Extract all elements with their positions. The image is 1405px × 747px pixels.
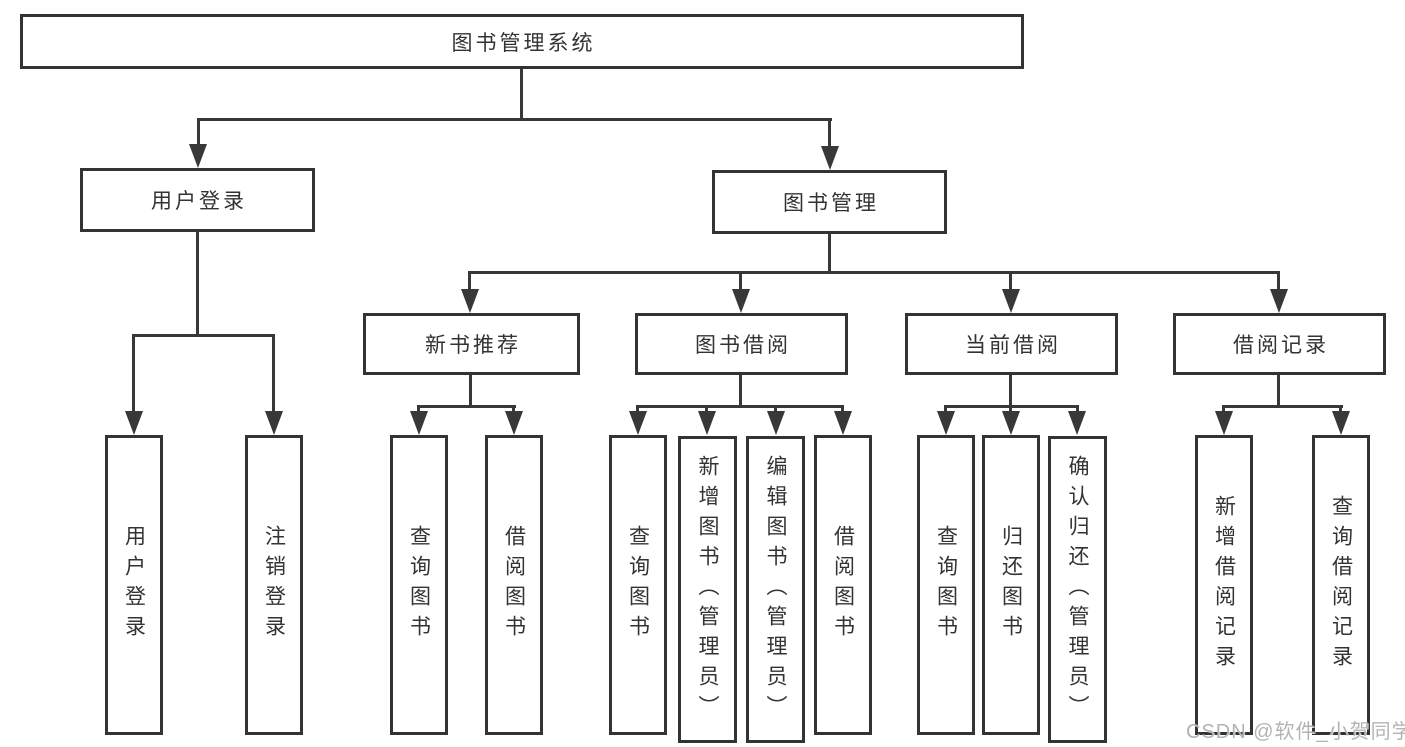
- node-leaf-user-login: 用户登录: [105, 435, 163, 735]
- node-leaf-borrow-books-a-label: 借阅图书: [502, 525, 526, 645]
- arrowhead-down-icon: [1270, 289, 1288, 313]
- connector-line: [468, 271, 471, 293]
- connector-line: [468, 271, 1280, 274]
- arrowhead-down-icon: [698, 411, 716, 435]
- connector-line: [132, 334, 275, 337]
- node-borrow-records: 借阅记录: [1173, 313, 1386, 375]
- connector-line: [739, 375, 742, 407]
- node-leaf-query-books-c-label: 查询图书: [934, 525, 958, 645]
- node-leaf-query-books-a-label: 查询图书: [407, 525, 431, 645]
- connector-line: [132, 334, 135, 417]
- node-new-book-recommend: 新书推荐: [363, 313, 580, 375]
- node-leaf-user-login-label: 用户登录: [122, 525, 146, 645]
- arrowhead-down-icon: [505, 411, 523, 435]
- connector-line: [197, 118, 832, 121]
- connector-line: [739, 271, 742, 293]
- arrowhead-down-icon: [821, 146, 839, 170]
- connector-line: [1009, 271, 1012, 293]
- node-leaf-return-books: 归还图书: [982, 435, 1040, 735]
- node-leaf-return-books-label: 归还图书: [999, 525, 1023, 645]
- node-book-borrow-label: 图书借阅: [695, 334, 791, 357]
- node-leaf-query-borrow-record: 查询借阅记录: [1312, 435, 1370, 735]
- node-leaf-query-books-b-label: 查询图书: [626, 525, 650, 645]
- node-book-management-label: 图书管理: [783, 192, 879, 215]
- connector-line: [828, 233, 831, 274]
- connector-line: [469, 375, 472, 407]
- node-new-book-recommend-label: 新书推荐: [425, 334, 521, 357]
- node-leaf-edit-book-admin-label: 编辑图书（管理员）: [764, 454, 787, 725]
- arrowhead-down-icon: [265, 411, 283, 435]
- node-leaf-query-borrow-record-label: 查询借阅记录: [1329, 495, 1353, 675]
- arrowhead-down-icon: [767, 411, 785, 435]
- node-current-borrow-label: 当前借阅: [965, 334, 1061, 357]
- node-leaf-query-books-b: 查询图书: [609, 435, 667, 735]
- node-leaf-edit-book-admin: 编辑图书（管理员）: [746, 436, 805, 743]
- node-leaf-logout-label: 注销登录: [262, 525, 286, 645]
- node-borrow-records-label: 借阅记录: [1233, 334, 1329, 357]
- arrowhead-down-icon: [461, 289, 479, 313]
- csdn-watermark: CSDN @软件_小贺同学: [1186, 721, 1405, 743]
- node-book-management: 图书管理: [712, 170, 947, 234]
- connector-line: [197, 118, 200, 148]
- arrowhead-down-icon: [1332, 411, 1350, 435]
- connector-line: [196, 232, 199, 336]
- node-leaf-add-book-admin: 新增图书（管理员）: [678, 436, 737, 743]
- arrowhead-down-icon: [937, 411, 955, 435]
- node-leaf-new-borrow-record: 新增借阅记录: [1195, 435, 1253, 735]
- arrowhead-down-icon: [189, 144, 207, 168]
- arrowhead-down-icon: [732, 289, 750, 313]
- node-user-login-label: 用户登录: [151, 190, 247, 213]
- arrowhead-down-icon: [1068, 411, 1086, 435]
- connector-line: [520, 69, 523, 120]
- node-book-borrow: 图书借阅: [635, 313, 848, 375]
- node-root: 图书管理系统: [20, 14, 1024, 69]
- arrowhead-down-icon: [834, 411, 852, 435]
- node-leaf-confirm-return-admin-label: 确认归还（管理员）: [1066, 454, 1089, 725]
- node-leaf-confirm-return-admin: 确认归还（管理员）: [1048, 436, 1107, 743]
- connector-line: [1277, 375, 1280, 407]
- connector-line: [1222, 405, 1343, 408]
- connector-line: [1009, 375, 1012, 407]
- node-user-login: 用户登录: [80, 168, 315, 232]
- node-leaf-borrow-books-b-label: 借阅图书: [831, 525, 855, 645]
- connector-line: [636, 405, 844, 408]
- arrowhead-down-icon: [1002, 289, 1020, 313]
- node-leaf-query-books-a: 查询图书: [390, 435, 448, 735]
- node-leaf-borrow-books-a: 借阅图书: [485, 435, 543, 735]
- arrowhead-down-icon: [1002, 411, 1020, 435]
- connector-line: [1277, 271, 1280, 293]
- connector-line: [272, 334, 275, 417]
- connector-line: [417, 405, 516, 408]
- node-leaf-query-books-c: 查询图书: [917, 435, 975, 735]
- node-root-label: 图书管理系统: [451, 31, 596, 55]
- node-leaf-new-borrow-record-label: 新增借阅记录: [1212, 495, 1236, 675]
- arrowhead-down-icon: [410, 411, 428, 435]
- arrowhead-down-icon: [1215, 411, 1233, 435]
- node-current-borrow: 当前借阅: [905, 313, 1118, 375]
- arrowhead-down-icon: [125, 411, 143, 435]
- arrowhead-down-icon: [629, 411, 647, 435]
- connector-line: [828, 118, 831, 150]
- node-leaf-add-book-admin-label: 新增图书（管理员）: [696, 454, 719, 725]
- node-leaf-logout: 注销登录: [245, 435, 303, 735]
- node-leaf-borrow-books-b: 借阅图书: [814, 435, 872, 735]
